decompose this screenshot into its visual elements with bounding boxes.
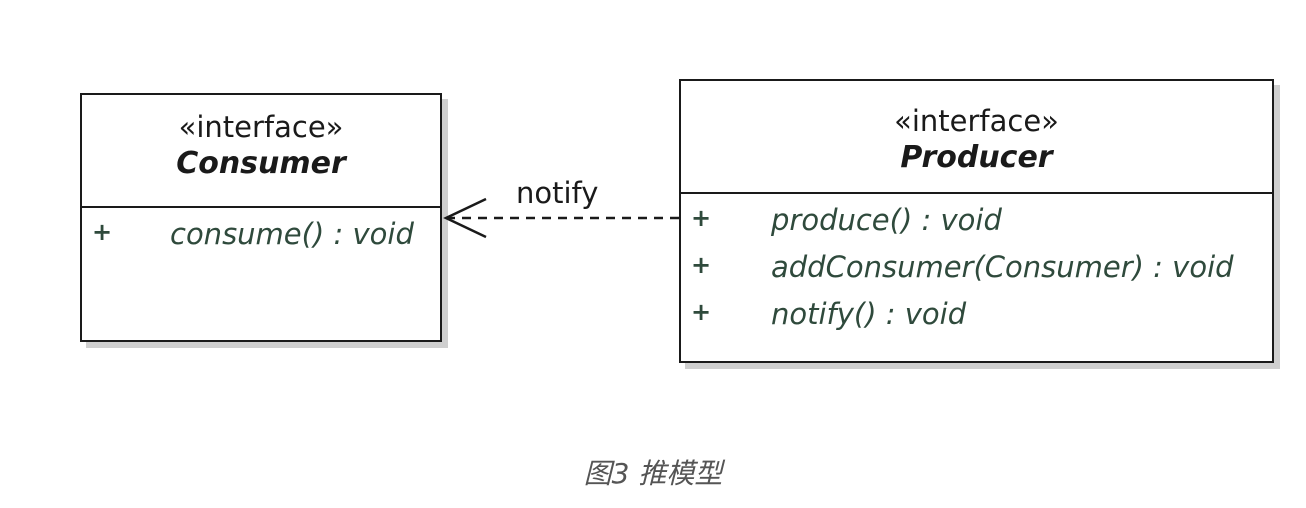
visibility-marker: +	[691, 204, 712, 232]
operation-row: + notify() : void	[681, 294, 1272, 341]
consumer-stereotype: «interface»	[178, 110, 344, 144]
operation-row: + consume() : void	[82, 214, 440, 261]
consumer-class-name: Consumer	[176, 146, 346, 181]
producer-stereotype: «interface»	[894, 104, 1059, 138]
visibility-marker: +	[92, 218, 113, 246]
operation-signature: produce() : void	[771, 203, 1002, 237]
producer-header: «interface» Producer	[681, 81, 1272, 194]
operation-signature: notify() : void	[771, 297, 967, 331]
consumer-interface-box: «interface» Consumer + consume() : void	[80, 93, 442, 342]
figure-caption: 图3 推模型	[583, 457, 723, 490]
operation-row: + produce() : void	[681, 200, 1272, 247]
visibility-marker: +	[691, 298, 712, 326]
consumer-operations: + consume() : void	[82, 208, 440, 261]
visibility-marker: +	[691, 251, 712, 279]
consumer-header: «interface» Consumer	[82, 95, 440, 208]
operation-row: + addConsumer(Consumer) : void	[681, 247, 1272, 294]
operation-signature: addConsumer(Consumer) : void	[771, 250, 1234, 284]
producer-operations: + produce() : void + addConsumer(Consume…	[681, 194, 1272, 341]
relation-label: notify	[516, 176, 599, 210]
operation-signature: consume() : void	[170, 217, 414, 251]
open-arrowhead-icon	[443, 197, 487, 239]
producer-interface-box: «interface» Producer + produce() : void …	[679, 79, 1274, 363]
producer-class-name: Producer	[900, 140, 1053, 175]
